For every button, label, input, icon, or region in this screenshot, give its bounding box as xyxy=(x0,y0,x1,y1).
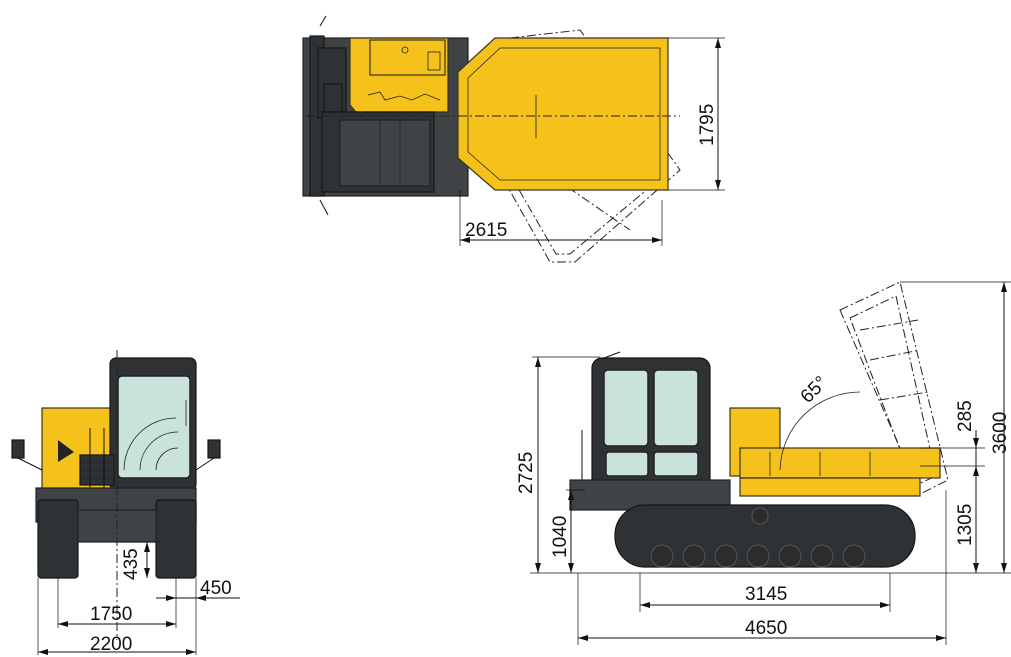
top-view-bed-length-dim: 2615 xyxy=(465,220,507,241)
front-view-track-gauge-dim: 1750 xyxy=(90,604,132,625)
top-view: 1795 2615 xyxy=(302,15,725,263)
side-view-overall-height-dim: 2725 xyxy=(516,452,537,494)
front-view-ground-clearance-dim: 435 xyxy=(121,548,142,580)
front-view-left-mirror xyxy=(11,439,25,459)
front-view-right-track xyxy=(155,499,197,579)
side-view-overall-length-dim: 4650 xyxy=(745,618,787,639)
side-view: 65° 2725 1040 3145 4650 xyxy=(516,281,1011,645)
side-view-road-wheels xyxy=(650,507,866,568)
side-view-dump-angle: 65° xyxy=(797,372,832,407)
front-view-track-width-dim: 450 xyxy=(200,578,232,599)
side-view-dump-pivot-height-dim: 1305 xyxy=(955,504,976,546)
top-view-dump-bed xyxy=(457,37,669,191)
front-view-overall-width-dim: 2200 xyxy=(90,634,132,655)
side-view-platform-height-dim: 1040 xyxy=(550,516,571,558)
top-view-width-dim: 1795 xyxy=(697,104,718,146)
side-view-dump-bed xyxy=(739,447,941,479)
side-view-raised-bed-outline xyxy=(839,281,949,495)
front-view-right-mirror xyxy=(207,439,221,459)
side-view-bed-side-height-dim: 285 xyxy=(955,400,976,432)
front-view: 435 450 1750 2200 xyxy=(11,350,240,655)
side-view-track-length-dim: 3145 xyxy=(745,584,787,605)
side-view-max-dump-height-dim: 3600 xyxy=(990,412,1011,454)
side-view-dump-angle-arc xyxy=(779,391,861,471)
front-view-left-track xyxy=(37,499,79,579)
